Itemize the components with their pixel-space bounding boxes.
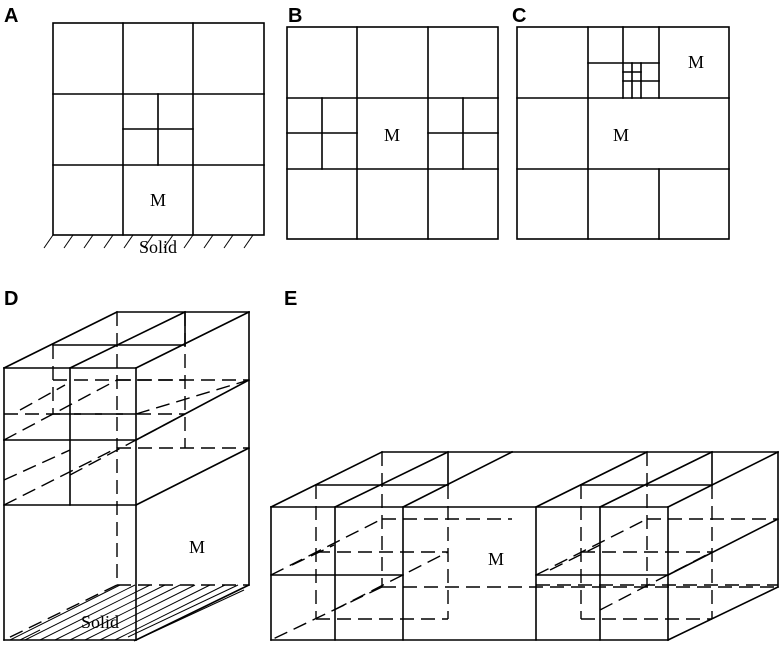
panel-c-cell-label-large: M — [613, 125, 629, 145]
panel-a-grid — [52, 22, 265, 236]
panel-d-letter: D — [4, 288, 18, 310]
panel-a-cell-label: M — [150, 190, 166, 210]
panel-d-visible-edges — [2, 310, 251, 642]
panel-c-letter: C — [512, 5, 526, 27]
panel-a: A M Solid — [4, 5, 265, 257]
panel-b: B M — [286, 5, 499, 240]
panel-e: E — [269, 288, 780, 642]
panel-e-visible-edges — [269, 450, 780, 642]
panel-b-grid — [286, 26, 499, 240]
panel-e-cell-label: M — [488, 549, 504, 569]
panel-a-solid-label: Solid — [139, 237, 177, 257]
panel-b-cell-label: M — [384, 125, 400, 145]
panel-d: D — [2, 288, 251, 642]
panel-d-hidden-edges — [3, 312, 250, 641]
panel-c-cell-label-corner: M — [688, 52, 704, 72]
panel-d-solid-label: Solid — [81, 612, 119, 632]
panel-a-letter: A — [4, 5, 18, 27]
panel-d-solid-hatch — [9, 584, 245, 642]
panel-c: C M M — [512, 5, 730, 240]
panel-e-letter: E — [284, 288, 297, 310]
panel-b-letter: B — [288, 5, 302, 27]
panel-d-cell-label: M — [189, 537, 205, 557]
panel-a-solid-hatch — [43, 234, 254, 249]
panel-e-hidden-edges — [270, 452, 778, 641]
panel-c-grid — [516, 26, 730, 240]
